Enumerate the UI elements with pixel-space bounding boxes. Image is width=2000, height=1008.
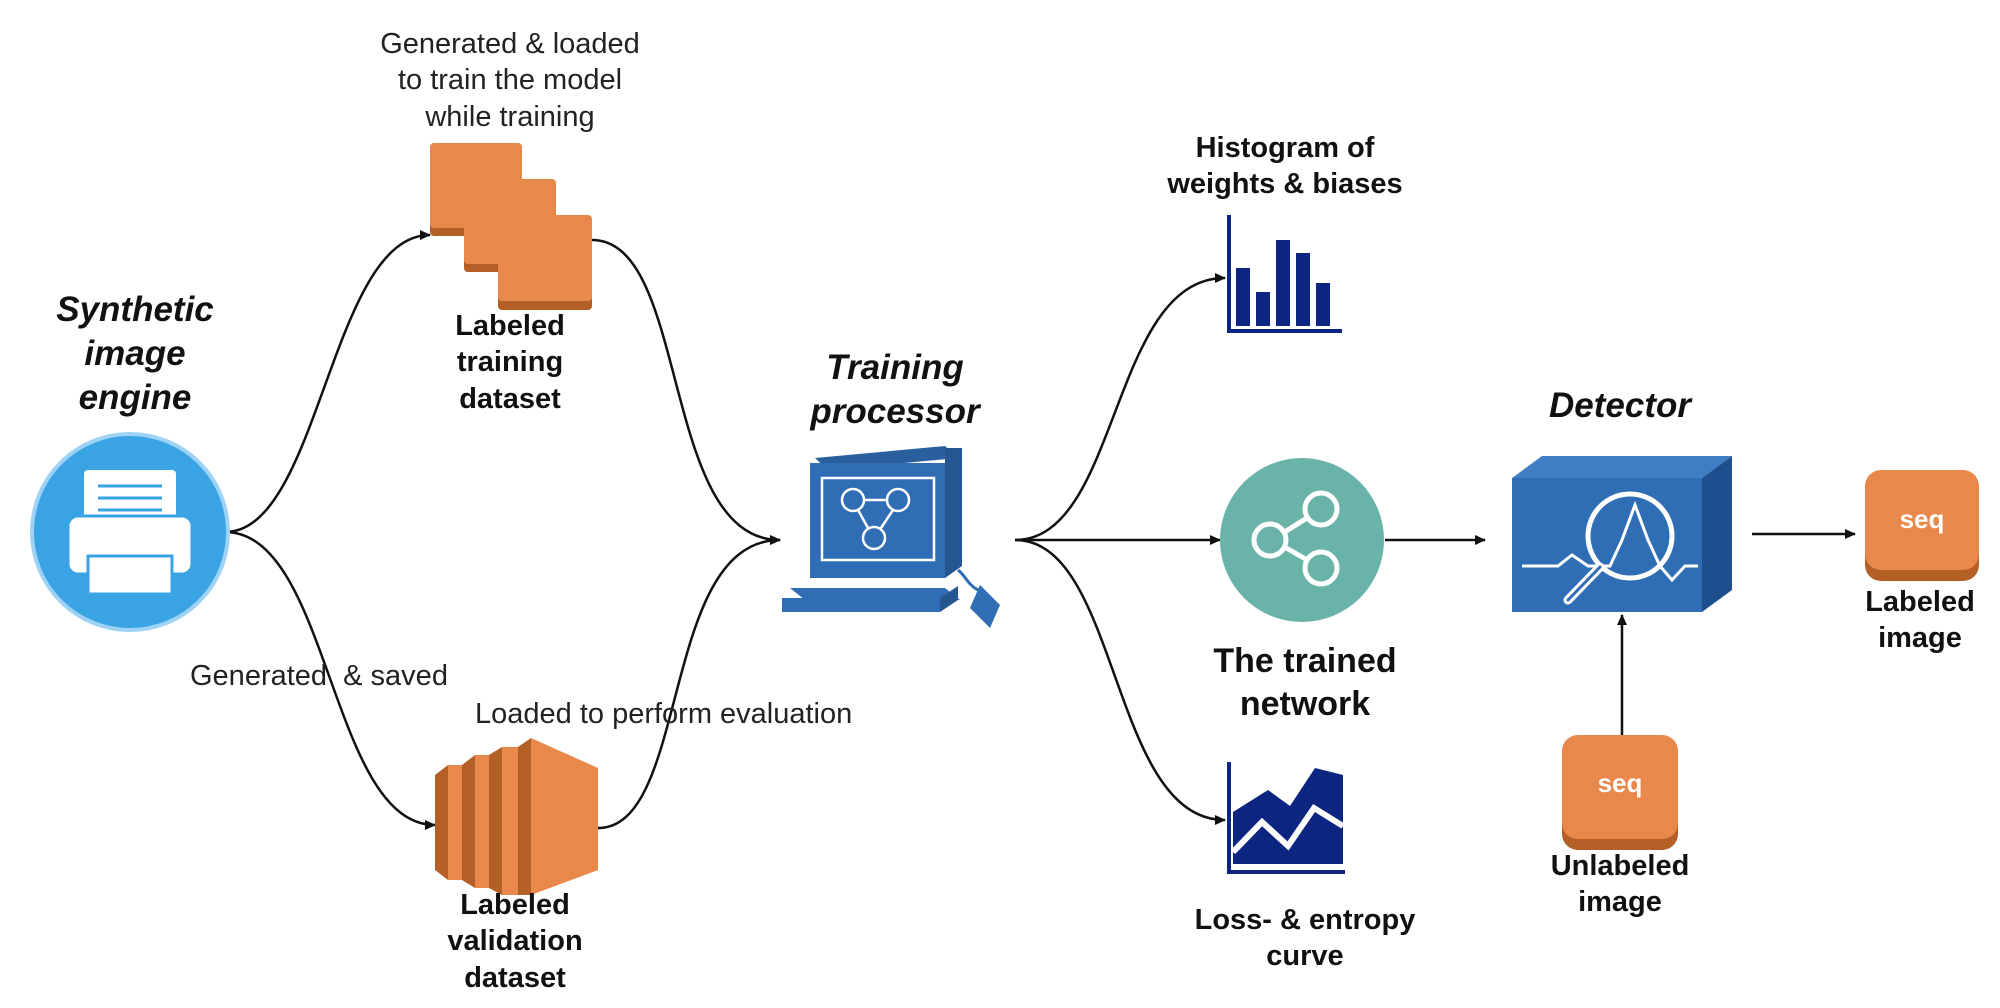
histogram-bar xyxy=(1296,253,1310,326)
network-label: The trained network xyxy=(1213,642,1397,723)
arrow-engine-to-validation xyxy=(224,530,436,830)
engine-label: Synthetic image engine xyxy=(56,290,214,417)
training-dataset-note: Generated & loaded to train the model wh… xyxy=(380,28,640,133)
stacked-squares-icon xyxy=(430,143,592,310)
histogram-bar xyxy=(1236,268,1250,326)
histogram-bar xyxy=(1276,240,1290,326)
stacked-panels-icon xyxy=(435,738,598,895)
unlabeled-seq-text: seq xyxy=(1598,768,1643,798)
loss-label: Loss- & entropy curve xyxy=(1194,904,1416,973)
printer-icon xyxy=(30,432,230,632)
unlabeled-image-label: Unlabeled image xyxy=(1550,850,1690,919)
area-chart-icon xyxy=(1227,762,1345,874)
arrow-validation-to-processor xyxy=(597,535,781,830)
computer-network-icon xyxy=(782,446,1000,628)
arrow-processor-to-loss xyxy=(1014,538,1226,825)
labeled-seq-text: seq xyxy=(1900,504,1945,534)
histogram-bar xyxy=(1256,292,1270,326)
arrow-training-to-processor xyxy=(591,238,781,545)
share-icon xyxy=(1220,458,1384,622)
edge-label-generated-saved: Generated & saved xyxy=(190,660,448,692)
unlabeled-seq-badge: seq xyxy=(1562,735,1678,850)
arrow-engine-to-training xyxy=(224,230,431,534)
arrow-processor-to-histogram xyxy=(1014,273,1226,542)
training-dataset-label: Labeled training dataset xyxy=(455,310,565,415)
bar-chart-icon xyxy=(1227,215,1342,333)
labeled-image-label: Labeled image xyxy=(1865,586,1975,655)
processor-label: Training processor xyxy=(810,348,980,431)
histogram-bar xyxy=(1316,283,1330,326)
histogram-label: Histogram of weights & biases xyxy=(1167,132,1403,201)
connectors xyxy=(224,230,1856,830)
magnifier-box-icon xyxy=(1512,456,1732,612)
edge-label-loaded-eval: Loaded to perform evaluation xyxy=(475,698,853,730)
labeled-seq-badge: seq xyxy=(1865,470,1979,581)
validation-dataset-label: Labeled validation dataset xyxy=(447,889,583,994)
detector-label: Detector xyxy=(1549,386,1691,425)
